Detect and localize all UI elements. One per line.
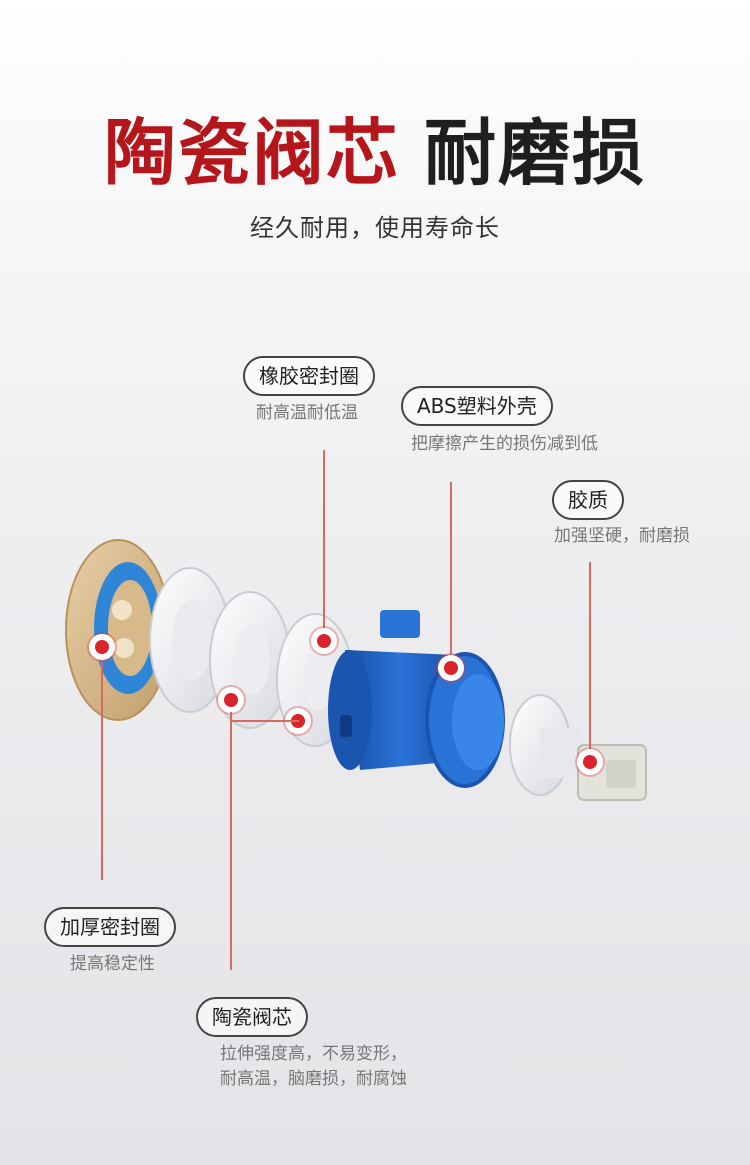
tag-rubber: 胶质	[552, 480, 624, 520]
title-dark-part: 耐磨损	[424, 111, 647, 195]
tag-rubber-seal: 橡胶密封圈	[243, 356, 375, 396]
title-red-part: 陶瓷阀芯	[103, 111, 400, 195]
leader-line-abs-shell	[450, 482, 452, 667]
blue-abs-shell	[328, 610, 505, 788]
tag-thick-seal: 加厚密封圈	[44, 907, 176, 947]
desc-rubber-seal: 耐高温耐低温	[256, 403, 358, 423]
desc-rubber: 加强坚硬，耐磨损	[554, 526, 690, 546]
marker-rubber-seal	[311, 628, 337, 654]
desc-abs-shell: 把摩擦产生的损伤减到低	[411, 434, 598, 454]
marker-abs-shell	[438, 655, 464, 681]
desc-thick-seal: 提高稳定性	[70, 954, 155, 974]
page-title: 陶瓷阀芯耐磨损	[0, 108, 750, 198]
marker-thick-seal	[89, 634, 115, 660]
leader-line-rubber	[589, 562, 591, 762]
desc-ceramic-core-line1: 拉伸强度高，不易变形，	[220, 1044, 407, 1064]
page-subtitle: 经久耐用，使用寿命长	[250, 214, 500, 242]
marker-ceramic-core-a	[218, 687, 244, 713]
leader-line-ceramic-core-v	[230, 712, 232, 970]
tag-ceramic-core: 陶瓷阀芯	[196, 997, 308, 1037]
marker-rubber	[577, 749, 603, 775]
desc-ceramic-core-line2: 耐高温，脑磨损，耐腐蚀	[220, 1069, 407, 1089]
white-stem-housing	[509, 694, 580, 796]
tag-abs-shell: ABS塑料外壳	[401, 386, 553, 426]
tan-base-disc	[65, 539, 171, 721]
white-gasket-disc	[149, 567, 231, 713]
leader-line-thick-seal	[101, 647, 103, 880]
leader-line-rubber-seal	[323, 450, 325, 640]
leader-line-ceramic-core-h	[231, 720, 299, 722]
